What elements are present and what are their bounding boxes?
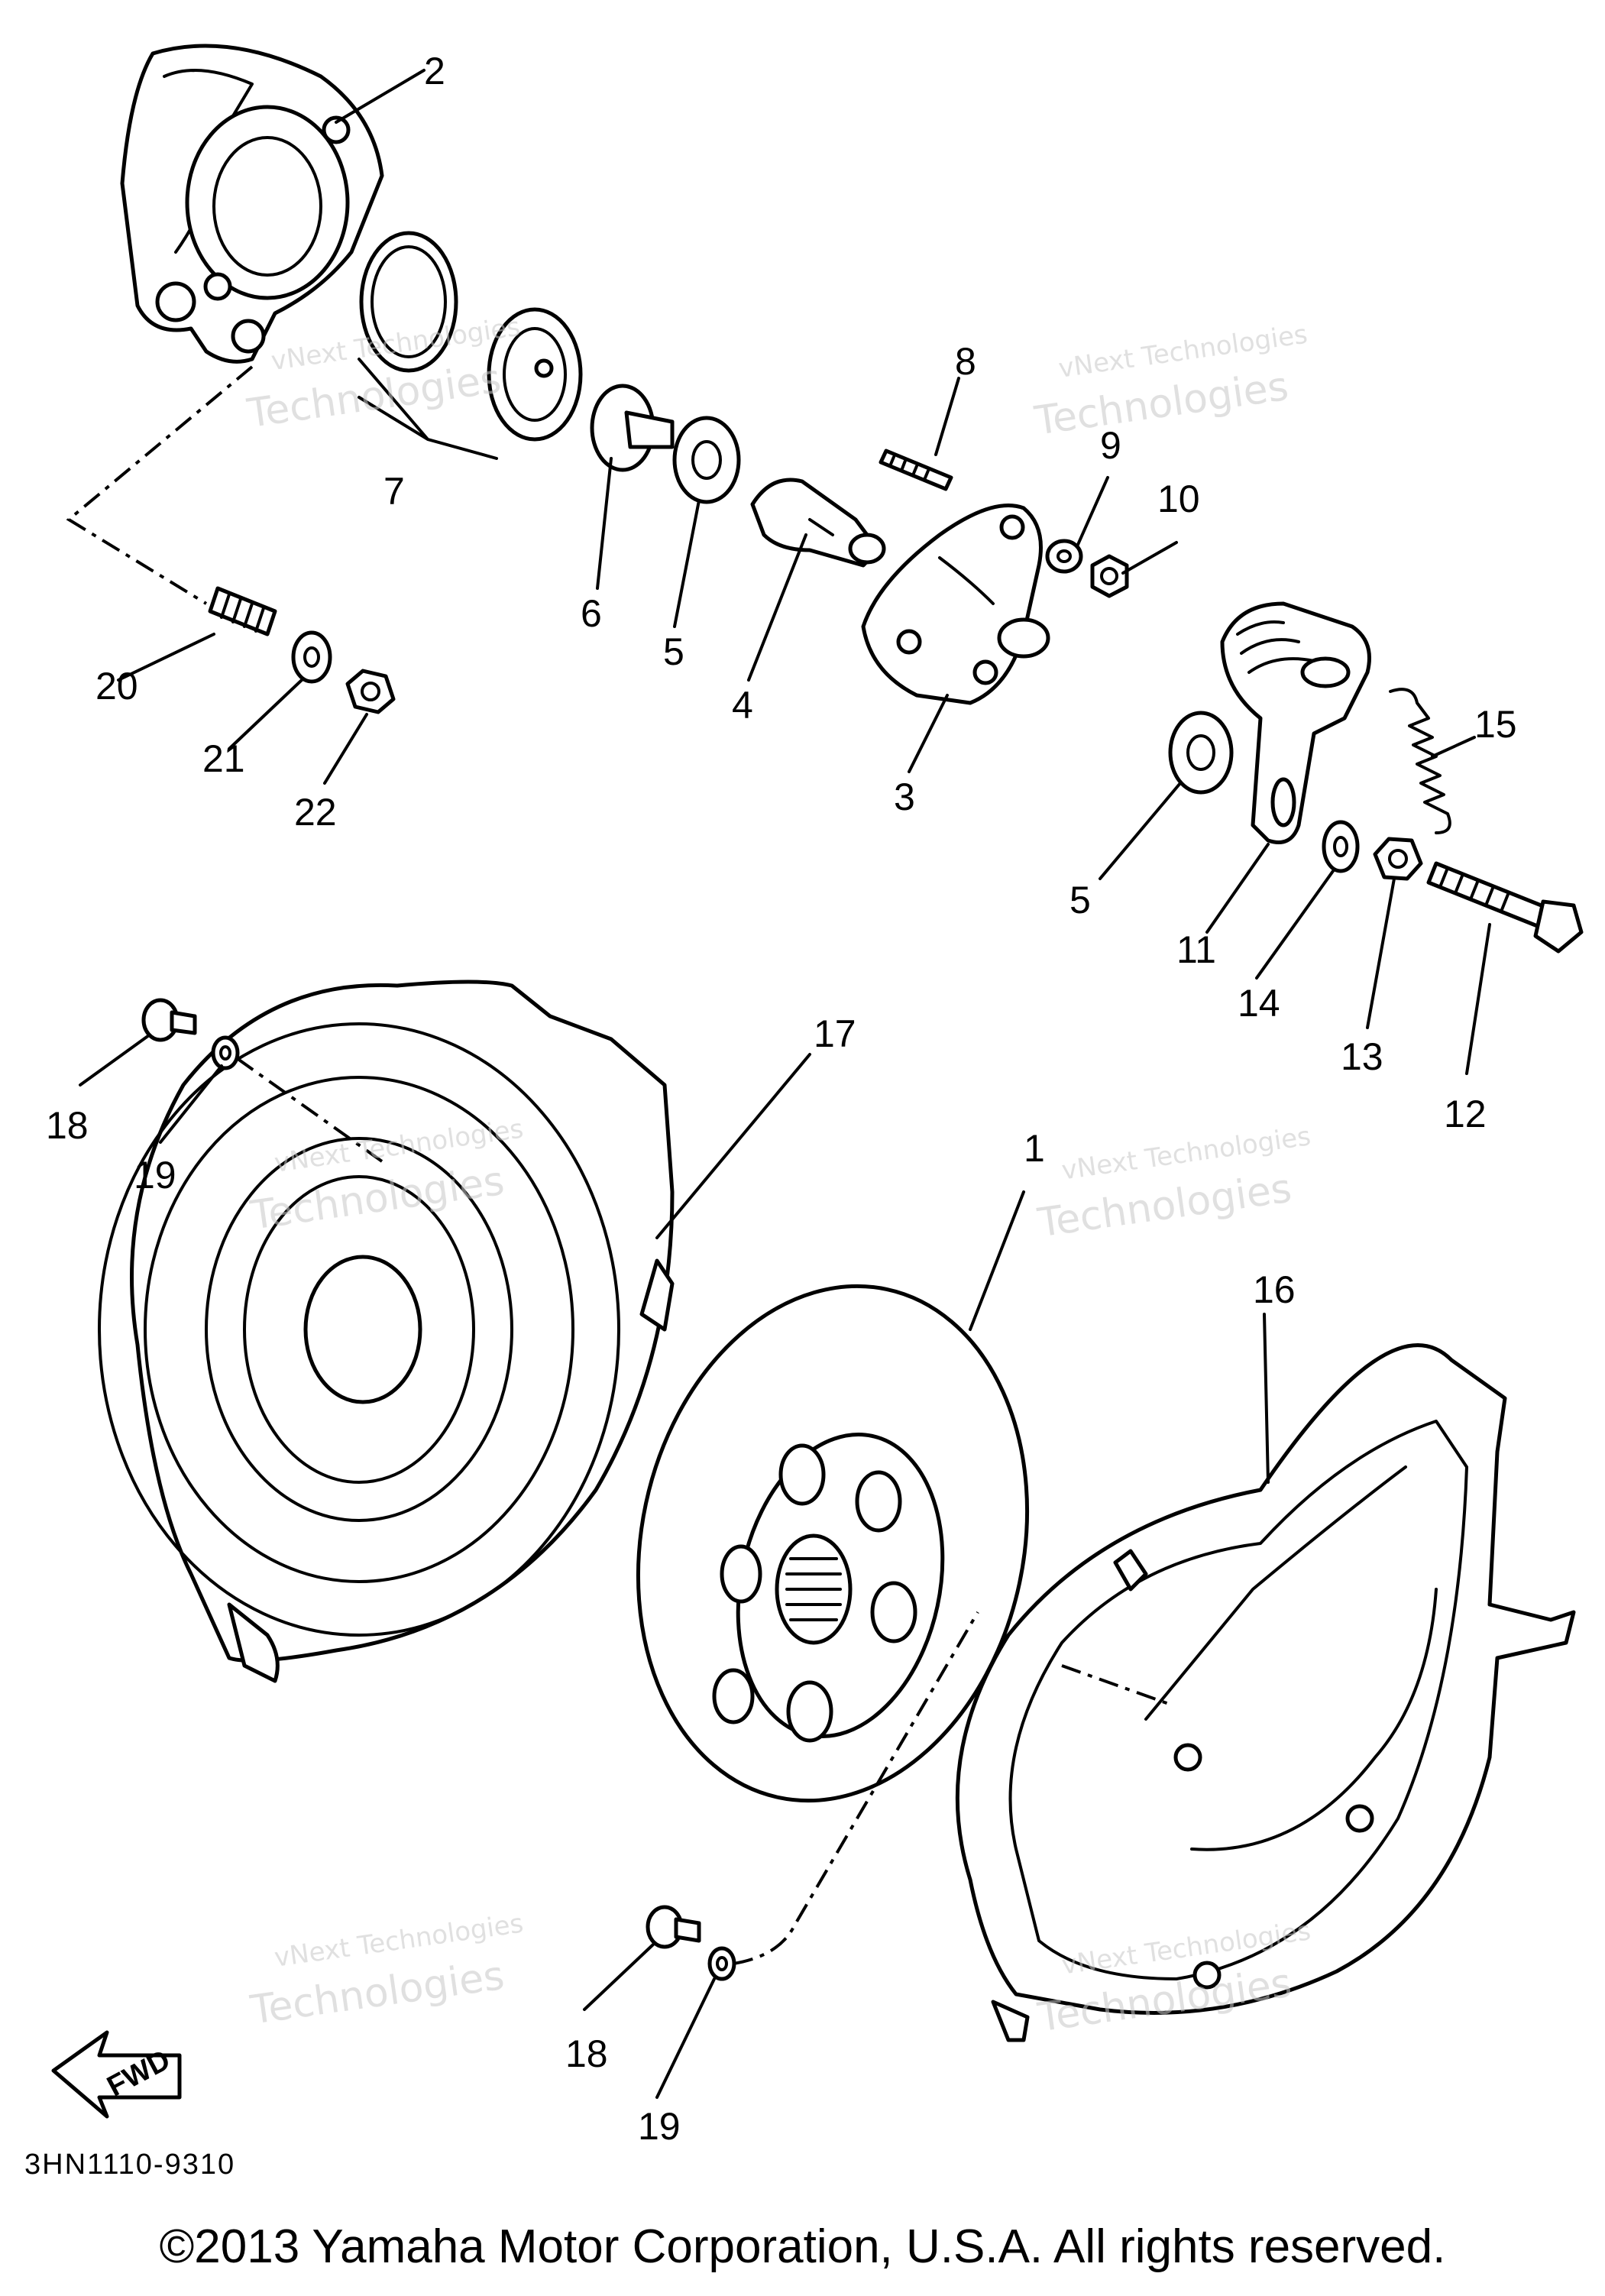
callout-1: 1 (1024, 1127, 1045, 1170)
part-12-bolt (1426, 861, 1584, 954)
callout-16: 16 (1253, 1268, 1296, 1311)
diagram-reference-code: 3HN1110-9310 (24, 2149, 236, 2181)
callout-12: 12 (1444, 1093, 1487, 1135)
callout-18-lower: 18 (565, 2032, 608, 2075)
part-17-cover (98, 980, 675, 1683)
callout-labels: 1 2 3 4 5 5 6 7 8 9 10 11 12 13 14 15 16… (46, 50, 1517, 2148)
copyright-notice: ©2013 Yamaha Motor Corporation, U.S.A. A… (159, 2220, 1446, 2273)
part-1-brake-disc (636, 1284, 1030, 1803)
callout-15: 15 (1474, 703, 1517, 746)
part-8-stud (879, 449, 953, 491)
part-11-lever (1220, 601, 1371, 844)
part-15-spring (1389, 688, 1451, 834)
callout-11: 11 (1176, 928, 1216, 971)
part-4-shaft (750, 478, 886, 568)
part-2-caliper-bracket (120, 44, 384, 364)
fwd-arrow-icon: FWD (51, 2030, 182, 2119)
part-22-nut (345, 669, 396, 714)
callout-5-lower: 5 (1069, 879, 1091, 921)
part-16-dust-cover (955, 1343, 1576, 2042)
part-7-seal-set (359, 231, 583, 442)
callout-5-upper: 5 (663, 630, 684, 673)
callout-3: 3 (894, 776, 915, 818)
callout-21: 21 (202, 737, 245, 780)
part-18-screw-upper (141, 998, 197, 1042)
part-21-washer (291, 630, 332, 684)
part-18-screw-lower (646, 1905, 701, 1949)
callout-19-lower: 19 (638, 2105, 681, 2148)
part-19-washer-upper (211, 1035, 240, 1070)
part-10-nut (1090, 554, 1129, 598)
callout-18-upper: 18 (46, 1104, 89, 1147)
callout-4: 4 (732, 684, 753, 727)
callout-8: 8 (955, 340, 976, 383)
part-13-nut (1373, 837, 1423, 881)
part-14-washer (1322, 820, 1360, 873)
callout-9: 9 (1100, 424, 1121, 467)
part-19-washer-lower (707, 1946, 736, 1981)
callout-17: 17 (814, 1012, 856, 1055)
part-9-washer (1045, 539, 1083, 574)
part-5-bearing-lower (1168, 711, 1234, 795)
part-6-piston (590, 384, 675, 472)
callout-7: 7 (383, 470, 405, 513)
callout-13: 13 (1341, 1035, 1383, 1078)
callout-14: 14 (1238, 982, 1280, 1025)
callout-2: 2 (424, 50, 445, 92)
part-5-bearing-upper (672, 416, 741, 504)
callout-19-upper: 19 (134, 1154, 176, 1197)
callout-20: 20 (95, 665, 138, 708)
callout-10: 10 (1157, 478, 1200, 520)
callout-22: 22 (294, 791, 337, 834)
part-20-stud-bolt (208, 586, 277, 636)
part-3-housing (861, 504, 1050, 705)
leader-lines (66, 69, 1491, 2099)
callout-6: 6 (581, 592, 602, 635)
